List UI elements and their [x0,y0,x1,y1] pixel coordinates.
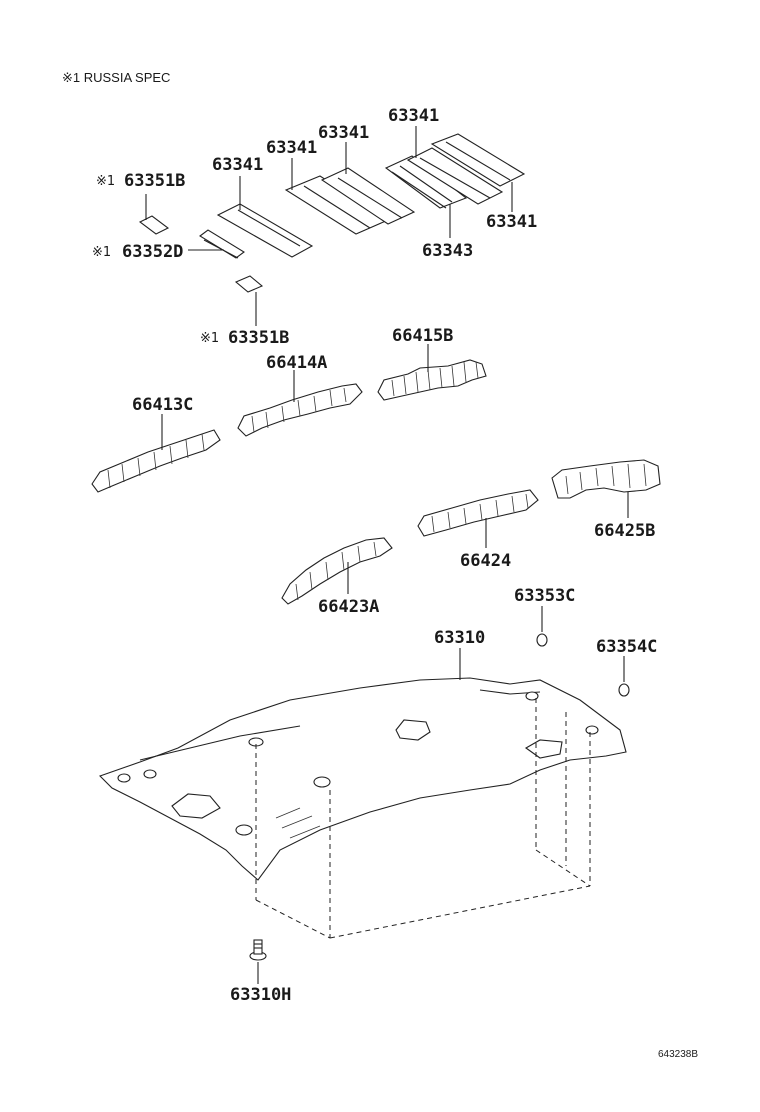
pad-63341-right[interactable] [406,147,504,205]
label-63341-b: 63341 [266,138,317,158]
bracket-66424[interactable] [417,489,539,537]
pad-63351b-top[interactable] [138,215,170,235]
marker-63352d: ※1 [92,245,111,260]
marker-63351b-top: ※1 [96,174,115,189]
label-63354c: 63354C [596,637,657,657]
headliner-63310[interactable] [98,677,627,881]
label-66423a: 66423A [318,597,379,617]
clip-63310h[interactable] [249,939,267,961]
clip-63354c[interactable] [618,683,630,697]
bracket-66414a[interactable] [237,383,363,437]
bracket-66425b[interactable] [551,459,661,499]
label-63353c: 63353C [514,586,575,606]
label-66425b: 66425B [594,521,655,541]
label-66424: 66424 [460,551,511,571]
label-63310h: 63310H [230,985,291,1005]
bracket-66423a[interactable] [281,537,393,605]
russia-spec-note: ※1 RUSSIA SPEC [62,70,170,85]
dome-light-opening [395,719,431,741]
label-63341-a: 63341 [212,155,263,175]
overhead-console-opening [171,793,221,819]
label-63341-d: 63341 [388,106,439,126]
marker-63351b-bottom: ※1 [200,331,219,346]
pad-63341-mid[interactable] [320,167,416,225]
pad-63352d[interactable] [199,229,245,259]
bracket-66415b[interactable] [377,359,487,401]
pad-63341-left[interactable] [216,203,314,258]
label-63343: 63343 [422,241,473,261]
pad-63351b-bottom[interactable] [234,275,264,293]
label-66413c: 66413C [132,395,193,415]
label-63341-e: 63341 [486,212,537,232]
pad-63341-far-right[interactable] [430,133,526,187]
label-63341-c: 63341 [318,123,369,143]
pad-63343[interactable] [384,155,468,209]
label-66414a: 66414A [266,353,327,373]
label-63351b-bottom: 63351B [228,328,289,348]
label-63352d: 63352D [122,242,183,262]
label-66415b: 66415B [392,326,453,346]
clip-63353c[interactable] [536,633,548,647]
label-63310: 63310 [434,628,485,648]
rear-light-opening [524,739,563,759]
bracket-66413c[interactable] [91,429,221,493]
diagram-code: 643238B [658,1049,698,1060]
label-63351b-top: 63351B [124,171,185,191]
